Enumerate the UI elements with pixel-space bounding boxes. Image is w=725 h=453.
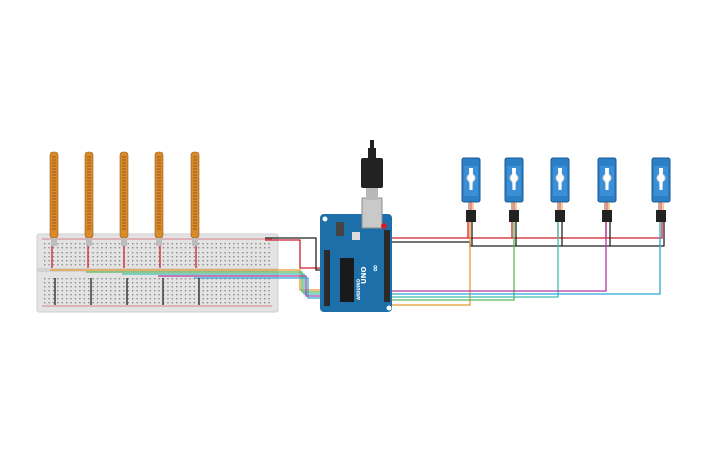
flex-sensor[interactable]	[49, 151, 59, 246]
usb-cable	[361, 140, 383, 200]
servo-group	[461, 157, 671, 222]
flex-sensor[interactable]	[84, 151, 94, 246]
board-label: UNO	[360, 266, 368, 284]
arduino-logo: ∞	[371, 265, 381, 273]
servo-motor[interactable]	[550, 157, 570, 222]
wires	[50, 222, 665, 306]
microcontroller-chip	[340, 258, 354, 302]
digital-header	[384, 230, 390, 302]
board-header-label: ARDUINO	[356, 278, 361, 300]
arduino-board[interactable]: UNO ∞ ARDUINO	[320, 197, 392, 312]
flex-sensor-group	[49, 151, 200, 246]
servo-motor[interactable]	[651, 157, 671, 222]
breadboard-holes	[44, 243, 270, 304]
usb-port	[361, 197, 383, 229]
servo-motor[interactable]	[504, 157, 524, 222]
flex-sensor[interactable]	[190, 151, 200, 246]
flex-sensor[interactable]	[119, 151, 129, 246]
flex-sensor[interactable]	[154, 151, 164, 246]
servo-motor[interactable]	[597, 157, 617, 222]
analog-header	[324, 250, 330, 306]
servo-motor[interactable]	[461, 157, 481, 222]
